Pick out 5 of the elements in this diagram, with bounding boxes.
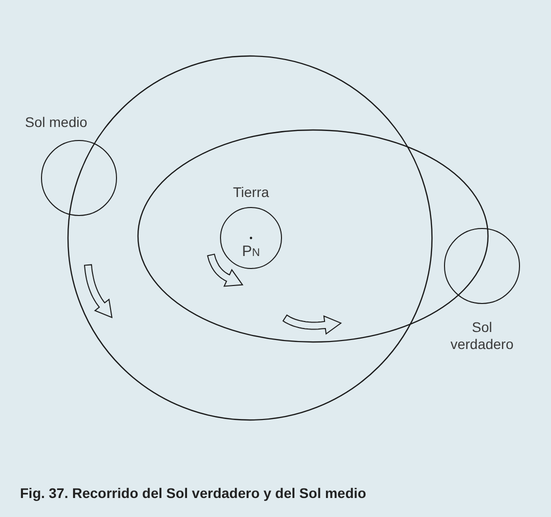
pole-label: PN <box>242 245 260 260</box>
body-label: Tierra <box>233 184 270 201</box>
body-label: Sol verdadero <box>449 319 515 353</box>
body-label: Sol medio <box>25 114 88 131</box>
figure-caption: Fig. 37. Recorrido del Sol verdadero y del Sol medio <box>20 485 366 501</box>
